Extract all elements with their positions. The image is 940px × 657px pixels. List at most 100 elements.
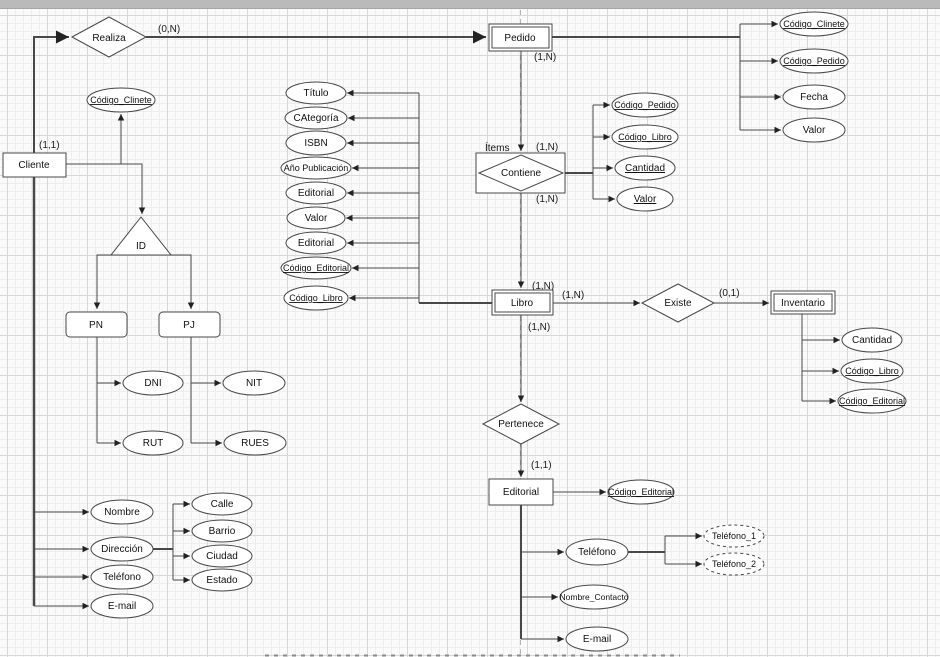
relationship-pertenece[interactable]: Pertenece [481, 403, 561, 445]
realiza-diamond [70, 16, 148, 58]
associative-entity-items[interactable]: Contiene Ítems [475, 141, 566, 194]
attribute-pedido-fecha[interactable]: Fecha [782, 84, 846, 110]
attribute-libro-codigo-editorial[interactable]: Código_Editorial [280, 256, 352, 280]
contiene-label: Contiene [501, 168, 541, 179]
attribute-items-valor[interactable]: Valor [616, 186, 674, 212]
ellipse [841, 327, 903, 353]
id-triangle [109, 216, 173, 256]
attribute-pedido-valor[interactable]: Valor [782, 117, 846, 143]
items-label: Ítems [485, 141, 509, 154]
attr-label: Año Publicación [284, 163, 349, 173]
attribute-direccion-ciudad[interactable]: Ciudad [191, 544, 253, 568]
attribute-items-codigo-pedido[interactable]: Código_Pedido [611, 92, 679, 118]
isa-triangle-id[interactable]: ID [109, 216, 173, 256]
edge-cliente-id [66, 163, 146, 214]
ellipse [222, 370, 286, 396]
attr-label: Dirección [101, 544, 143, 555]
attr-label: Teléfono [103, 572, 141, 583]
ellipse-dashed [703, 524, 765, 548]
cardinality-existe-inventario: (0,1) [719, 288, 740, 299]
attribute-pj-rues[interactable]: RUES [223, 430, 287, 456]
attribute-libro-codigo-libro[interactable]: Código_Libro [283, 285, 349, 311]
ellipse [779, 48, 849, 74]
ellipse [191, 519, 253, 543]
entity-pn[interactable]: PN [65, 311, 128, 338]
relationship-existe[interactable]: Existe [640, 283, 716, 323]
attr-label: E-mail [108, 601, 136, 612]
attr-label: NIT [246, 378, 262, 389]
attribute-pn-dni[interactable]: DNI [122, 370, 184, 396]
attribute-items-cantidad[interactable]: Cantidad [614, 155, 676, 181]
attribute-direccion-calle[interactable]: Calle [191, 492, 253, 516]
attribute-cliente-nombre[interactable]: Nombre [90, 499, 154, 525]
attribute-pedido-codigo-cliente[interactable]: Código_Clinete [779, 11, 849, 37]
cardinality-items-bottom: (1,N) [536, 194, 558, 205]
attribute-libro-valor[interactable]: Valor [286, 206, 346, 230]
ellipse [611, 124, 679, 150]
ellipse [280, 256, 352, 280]
cardinality-labels: (1,1) (0,N) (1,N) (1,N) (1,N) (1,N) (1,N… [39, 24, 740, 471]
attribute-libro-isbn[interactable]: ISBN [285, 130, 347, 156]
ellipse [782, 84, 846, 110]
attribute-cliente-telefono[interactable]: Teléfono [90, 564, 154, 590]
attr-label: DNI [144, 378, 161, 389]
attr-label: Ciudad [206, 551, 238, 562]
attribute-libro-categoria[interactable]: CAtegoría [284, 106, 348, 130]
entity-cliente[interactable]: Cliente [2, 152, 67, 178]
attribute-libro-titulo[interactable]: Título [285, 81, 347, 105]
entity-libro[interactable]: Libro [491, 289, 554, 316]
attribute-editorial-email[interactable]: E-mail [565, 626, 629, 652]
attribute-editorial-nombre-contacto[interactable]: Nombre_Contacto [559, 584, 629, 610]
entity-pj[interactable]: PJ [158, 311, 221, 338]
pn-label: PN [89, 320, 103, 331]
attribute-inventario-codigo-libro[interactable]: Código_Libro [840, 358, 904, 384]
ellipse [285, 130, 347, 156]
cardinality-cliente-realiza: (1,1) [39, 140, 60, 151]
attribute-cliente-key[interactable]: Código_Clinete [86, 87, 156, 113]
attribute-pedido-codigo-pedido[interactable]: Código_Pedido [779, 48, 849, 74]
attribute-editorial-telefono[interactable]: Teléfono [565, 538, 629, 566]
attr-label: RUES [241, 438, 269, 449]
attribute-telefono-1[interactable]: Teléfono_1 [703, 524, 765, 548]
attribute-editorial-codigo-editorial[interactable]: Código_Editorial [607, 479, 675, 505]
attribute-cliente-email[interactable]: E-mail [90, 593, 154, 619]
attr-label: Nombre_Contacto [560, 592, 629, 602]
attribute-inventario-codigo-editorial[interactable]: Código_Editorial [837, 388, 907, 414]
inventario-box-inner [773, 293, 833, 312]
ellipse [90, 593, 154, 619]
cardinality-realiza-pedido: (0,N) [158, 24, 180, 35]
attr-label: Editorial [298, 238, 334, 249]
entity-inventario[interactable]: Inventario [770, 290, 836, 315]
relationship-realiza[interactable]: Realiza [70, 16, 148, 58]
attribute-pn-rut[interactable]: RUT [122, 430, 184, 456]
ellipse [90, 536, 154, 562]
ellipse [614, 155, 676, 181]
entity-pedido[interactable]: Pedido [488, 23, 553, 52]
attribute-cliente-direccion[interactable]: Dirección [90, 536, 154, 562]
attribute-libro-editorial-1[interactable]: Editorial [285, 181, 347, 205]
ellipse-dashed [703, 552, 765, 576]
pertenece-diamond [481, 403, 561, 445]
entity-editorial[interactable]: Editorial [488, 478, 554, 506]
attribute-direccion-barrio[interactable]: Barrio [191, 519, 253, 543]
id-label: ID [136, 241, 146, 252]
attribute-telefono-2[interactable]: Teléfono_2 [703, 552, 765, 576]
attribute-libro-editorial-2[interactable]: Editorial [285, 231, 347, 255]
edge-id-pj [171, 254, 195, 309]
attribute-direccion-estado[interactable]: Estado [191, 568, 253, 592]
attribute-inventario-cantidad[interactable]: Cantidad [841, 327, 903, 353]
attribute-pj-nit[interactable]: NIT [222, 370, 286, 396]
pj-box [158, 311, 221, 338]
ellipse [191, 568, 253, 592]
attr-label: Código_Clinete [783, 19, 845, 29]
ellipse [191, 544, 253, 568]
attribute-items-codigo-libro[interactable]: Código_Libro [611, 124, 679, 150]
ellipse [285, 81, 347, 105]
attr-label: RUT [143, 438, 164, 449]
attr-label: Nombre [104, 507, 140, 518]
cardinality-libro-pertenece: (1,N) [528, 322, 550, 333]
attribute-libro-ano-publicacion[interactable]: Año Publicación [280, 156, 352, 180]
ellipse [779, 11, 849, 37]
ellipse [565, 538, 629, 566]
